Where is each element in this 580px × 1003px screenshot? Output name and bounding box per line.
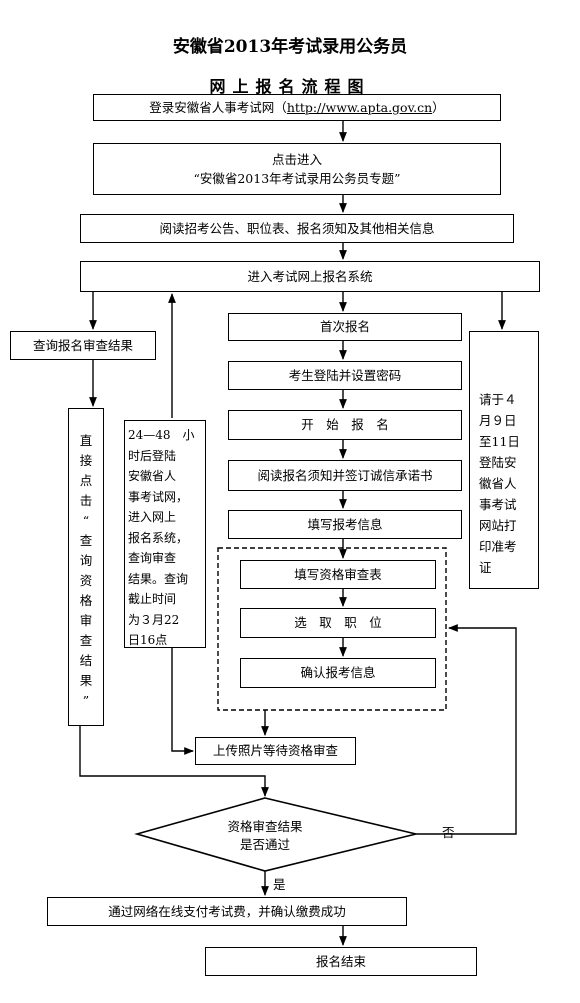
enter-topic-line2: “安徽省2013年考试录用公务员专题” — [193, 171, 401, 186]
enter-topic-line1: 点击进入 — [271, 151, 322, 167]
choose-position-step: 选 取 职 位 — [240, 608, 436, 638]
decision-diamond — [134, 797, 417, 872]
pay-step: 通过网络在线支付考试费，并确认缴费成功 — [47, 897, 407, 926]
enter-topic-step: 点击进入 “安徽省2013年考试录用公务员专题” — [93, 143, 501, 195]
finish-step: 报名结束 — [205, 947, 477, 976]
enter-system-label: 进入考试网上报名系统 — [247, 268, 373, 284]
upload-photo-step: 上传照片等待资格审查 — [195, 737, 356, 765]
fill-info-step: 填写报考信息 — [228, 510, 462, 539]
print-ticket-box: 请于４ 月９日 至11日 登陆安 徽省人 事考试 网站打 印准考 证 — [469, 331, 539, 589]
confirm-info-step: 确认报考信息 — [240, 658, 436, 688]
read-sign-label: 阅读报名须知并签订诚信承诺书 — [257, 467, 433, 483]
query-result-label: 查询报名审查结果 — [32, 337, 133, 353]
confirm-info-label: 确认报考信息 — [300, 665, 376, 681]
login-prefix: 登录安徽省人事考试网（ — [149, 99, 287, 115]
enter-system-step: 进入考试网上报名系统 — [80, 261, 540, 292]
query-result-step: 查询报名审查结果 — [10, 331, 156, 360]
dashed-group-frame — [217, 547, 447, 711]
decision-text: 资格审查结果 是否通过 — [205, 818, 325, 854]
login-url: http://www.apta.gov.cn — [286, 99, 433, 115]
login-suffix: ） — [432, 99, 445, 115]
decision-line1: 资格审查结果 — [227, 819, 303, 834]
first-registration-label: 首次报名 — [319, 319, 370, 335]
page-subtitle: 网上报名流程图 — [209, 77, 371, 96]
direct-click-box: 直 接 点 击 “ 查 询 资 格 审 查 结 果 ” — [68, 408, 104, 726]
read-notice-label: 阅读招考公告、职位表、报名须知及其他相关信息 — [159, 220, 435, 236]
print-ticket-text: 请于４ 月９日 至11日 登陆安 徽省人 事考试 网站打 印准考 证 — [479, 391, 520, 575]
read-sign-step: 阅读报名须知并签订诚信承诺书 — [228, 460, 462, 491]
fill-info-label: 填写报考信息 — [307, 516, 383, 532]
direct-click-text: 直 接 点 击 “ 查 询 资 格 审 查 结 果 ” — [79, 433, 93, 708]
login-step: 登录安徽省人事考试网（http://www.apta.gov.cn） — [93, 94, 501, 121]
start-registration-step: 开 始 报 名 — [228, 410, 462, 440]
fill-qualification-label: 填写资格审查表 — [294, 566, 382, 582]
wait-query-text: 24—48 小 时后登陆 安徽省人 事考试网， 进入网上 报名系统， 查询审查 … — [128, 428, 195, 648]
finish-label: 报名结束 — [315, 953, 366, 969]
page-title: 安徽省2013年考试录用公务员 — [172, 37, 408, 57]
wait-query-box: 24—48 小 时后登陆 安徽省人 事考试网， 进入网上 报名系统， 查询审查 … — [124, 420, 206, 648]
pay-label: 通过网络在线支付考试费，并确认缴费成功 — [108, 903, 346, 919]
yes-label: 是 — [273, 877, 286, 892]
choose-position-label: 选 取 职 位 — [294, 615, 382, 631]
set-password-step: 考生登陆并设置密码 — [228, 361, 462, 390]
decision-line2: 是否通过 — [239, 837, 290, 852]
upload-photo-label: 上传照片等待资格审查 — [212, 743, 338, 759]
no-label: 否 — [442, 825, 455, 840]
start-registration-label: 开 始 报 名 — [301, 417, 389, 433]
read-notice-step: 阅读招考公告、职位表、报名须知及其他相关信息 — [80, 214, 514, 243]
set-password-label: 考生登陆并设置密码 — [288, 367, 402, 383]
first-registration-step: 首次报名 — [228, 313, 462, 341]
fill-qualification-step: 填写资格审查表 — [240, 560, 436, 589]
